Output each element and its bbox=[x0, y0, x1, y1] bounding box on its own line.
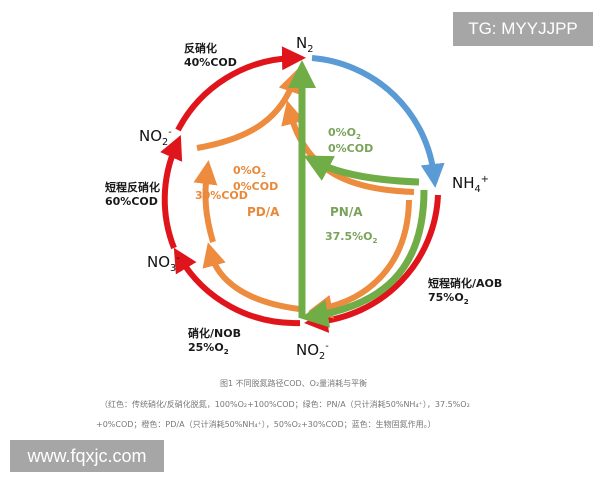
node-nitrite-bottom: NO2- bbox=[296, 341, 329, 363]
aob-value-sub: 2 bbox=[463, 296, 469, 306]
red-arrow-nitrite-to-n2 bbox=[175, 46, 306, 132]
node-nitrite-left: NO2- bbox=[139, 127, 172, 149]
no3-sup: - bbox=[176, 253, 180, 264]
nob-name: 硝化/NOB bbox=[188, 327, 241, 340]
nh4-sup: + bbox=[480, 174, 489, 185]
orange-arrow-nitrite-to-nitrate bbox=[202, 242, 300, 312]
nh4-sub: 4 bbox=[474, 184, 481, 195]
no2-bottom-sup: - bbox=[325, 341, 329, 352]
orange-pda-label: PD/A bbox=[247, 205, 280, 219]
green-arrow-nh4-to-center bbox=[303, 155, 420, 186]
no2-left-sub: 2 bbox=[162, 137, 169, 148]
caption-title: 图1 不同脱氮路径COD、O₂量消耗与平衡 bbox=[220, 379, 368, 388]
red-arrow-nh4-to-nitrite bbox=[304, 194, 441, 333]
no2-bottom-base: NO bbox=[296, 341, 320, 359]
no3-base: NO bbox=[147, 253, 171, 271]
green-pna-label: PN/A bbox=[330, 205, 363, 219]
red-arrow-nitrate-to-nitrite bbox=[160, 135, 183, 250]
node-nitrate: NO3- bbox=[147, 253, 180, 275]
n2-sub: 2 bbox=[307, 44, 314, 55]
green-o2b-base: 37.5%O bbox=[325, 230, 373, 243]
no2-left-base: NO bbox=[139, 127, 163, 145]
n2-base: N bbox=[296, 34, 308, 52]
denitrification-name: 反硝化 bbox=[184, 42, 217, 55]
orange-arrow-nitrate-to-nitrite bbox=[193, 160, 218, 243]
green-o2-sub: 2 bbox=[356, 132, 361, 142]
no3-sub: 3 bbox=[170, 263, 177, 274]
orange-cod: 0%COD bbox=[233, 180, 279, 194]
nob-value: 25%O2 bbox=[188, 341, 241, 357]
aob-value-base: 75%O bbox=[428, 290, 464, 304]
aob-name: 短程硝化/AOB bbox=[428, 277, 503, 290]
watermark-top: TG: MYYJJPP bbox=[453, 12, 593, 46]
green-o2b-sub: 2 bbox=[372, 236, 378, 246]
nob-value-sub: 2 bbox=[223, 346, 229, 356]
green-arrow-nh4-to-nitrite bbox=[300, 189, 428, 328]
orange-o2-sub: 2 bbox=[261, 170, 266, 180]
orange-arrow-nh4-to-nitrite bbox=[308, 199, 412, 319]
green-o2-base: 0%O bbox=[328, 126, 357, 139]
caption-line1: （红色：传统硝化/反硝化脱氮，100%O₂+100%COD；绿色：PN/A（只计… bbox=[100, 400, 470, 409]
no2-left-sup: - bbox=[168, 127, 172, 138]
green-o2-consumption: 37.5%O2 bbox=[325, 230, 377, 246]
denitrification-value: 40%COD bbox=[184, 55, 237, 69]
aob-value: 75%O2 bbox=[428, 291, 502, 307]
watermark-bottom: www.fqxjc.com bbox=[10, 440, 164, 472]
caption-line2: +0%COD；橙色：PD/A（只计消耗50%NH₄⁺），50%O₂+30%COD… bbox=[96, 420, 436, 429]
no2-bottom-sub: 2 bbox=[319, 351, 326, 362]
orange-arrow-nitrite-to-n2 bbox=[196, 68, 302, 151]
blue-arrow-n2-to-nh4 bbox=[311, 55, 445, 188]
green-cod: 0%COD bbox=[328, 142, 374, 156]
orange-o2-base: 0%O bbox=[233, 164, 262, 177]
short-denitrification-value: 60%COD bbox=[105, 194, 158, 208]
orange-cod30: 30%COD bbox=[195, 189, 248, 202]
nh4-base: NH bbox=[452, 174, 475, 192]
node-nh4: NH4+ bbox=[452, 174, 489, 196]
red-arrow-nitrite-to-nitrate bbox=[173, 247, 301, 327]
short-denitrification-name: 短程反硝化 bbox=[105, 181, 160, 194]
nob-value-base: 25%O bbox=[188, 340, 224, 354]
node-n2: N2 bbox=[296, 34, 313, 56]
green-o2: 0%O2 bbox=[328, 126, 373, 142]
orange-o2: 0%O2 bbox=[233, 164, 278, 180]
